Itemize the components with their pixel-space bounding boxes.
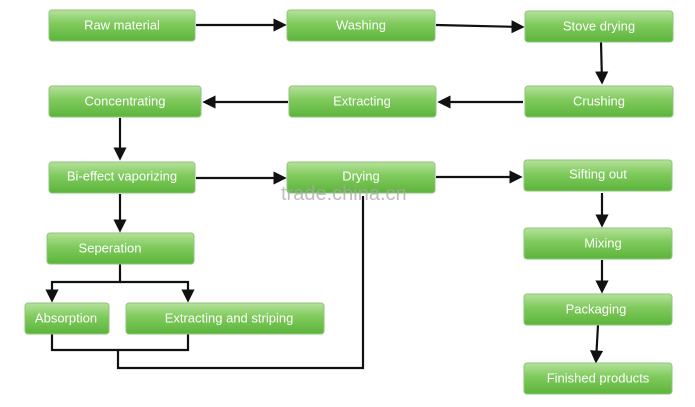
- node-seperation: Seperation: [46, 232, 195, 265]
- node-seperation-label: Seperation: [79, 240, 142, 255]
- node-bi-effect-vaporizing-label: Bi-effect vaporizing: [67, 168, 177, 183]
- node-crushing-label: Crushing: [573, 93, 625, 108]
- node-extracting: Extracting: [288, 85, 437, 118]
- node-finished-products: Finished products: [523, 362, 673, 395]
- node-absorption-label: Absorption: [35, 310, 97, 325]
- node-absorption: Absorption: [24, 302, 110, 335]
- node-extracting-and-striping: Extracting and striping: [125, 302, 325, 335]
- node-bi-effect-vaporizing: Bi-effect vaporizing: [48, 161, 196, 194]
- node-sifting-out: Sifting out: [523, 159, 673, 192]
- watermark: trade.china.cn: [281, 183, 407, 205]
- node-raw-material: Raw material: [48, 9, 196, 42]
- edges: [45, 18, 609, 370]
- node-mixing: Mixing: [523, 227, 673, 260]
- node-finished-products-label: Finished products: [547, 370, 650, 385]
- node-extracting-label: Extracting: [333, 93, 391, 108]
- node-washing-label: Washing: [336, 17, 386, 32]
- edge-stove-drying-to-crushing: [595, 41, 609, 85]
- node-stove-drying-label: Stove drying: [563, 18, 635, 33]
- edge-seperation-split-right: [120, 280, 195, 303]
- node-washing: Washing: [286, 9, 436, 42]
- edge-merge-to-drying: [50, 196, 365, 370]
- node-drying: Drying: [286, 161, 436, 194]
- nodes: Raw material Washing Stove drying Concen…: [24, 9, 674, 395]
- node-extracting-and-striping-label: Extracting and striping: [165, 310, 294, 325]
- edge-packaging-to-finished: [589, 324, 604, 364]
- node-sifting-out-label: Sifting out: [569, 166, 627, 181]
- node-stove-drying: Stove drying: [524, 10, 674, 43]
- node-packaging: Packaging: [523, 293, 673, 326]
- node-packaging-label: Packaging: [566, 301, 627, 316]
- node-drying-label: Drying: [342, 168, 380, 183]
- node-concentrating: Concentrating: [48, 85, 202, 118]
- node-mixing-label: Mixing: [584, 235, 622, 250]
- edge-washing-to-stove-drying: [435, 20, 525, 34]
- watermark-text: trade.china.cn: [281, 183, 407, 205]
- edge-seperation-split: [45, 264, 122, 303]
- node-crushing: Crushing: [524, 85, 674, 118]
- node-concentrating-label: Concentrating: [85, 93, 166, 108]
- node-raw-material-label: Raw material: [84, 17, 160, 32]
